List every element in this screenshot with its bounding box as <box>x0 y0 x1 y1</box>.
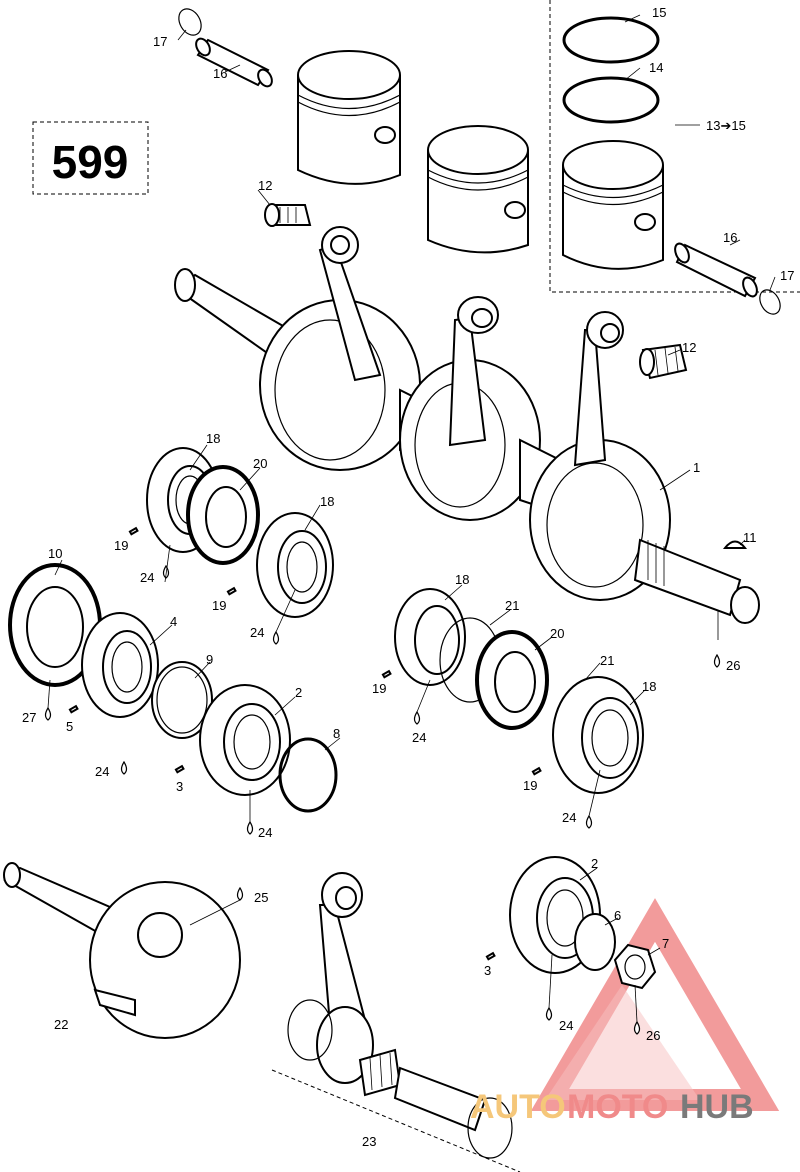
locating-pins <box>68 526 542 961</box>
crank-half-22 <box>3 862 241 1039</box>
callout-12-b: 12 <box>682 340 696 355</box>
callout-5: 5 <box>66 719 73 734</box>
watermark-hub: HUB <box>680 1088 754 1126</box>
callout-26-a: 26 <box>726 658 740 673</box>
callout-15: 15 <box>652 5 666 20</box>
piston-ring-15 <box>562 16 660 64</box>
callout-24-c: 24 <box>95 764 109 779</box>
piston-left <box>297 50 401 185</box>
callout-13-15: 13➔15 <box>706 118 746 133</box>
callout-19-c: 19 <box>372 681 386 696</box>
callout-4: 4 <box>170 614 177 629</box>
callout-11: 11 <box>743 530 757 545</box>
seal-20-a <box>186 465 260 565</box>
bearing-18-d <box>552 676 644 794</box>
piston-ring-14 <box>562 76 660 124</box>
callout-24-b: 24 <box>250 625 264 640</box>
callout-17-a: 17 <box>153 34 167 49</box>
callout-21-a: 21 <box>505 598 519 613</box>
callout-26-b: 26 <box>646 1028 660 1043</box>
callout-18-b: 18 <box>320 494 334 509</box>
callout-27: 27 <box>22 710 36 725</box>
circlip-17-right <box>759 289 781 315</box>
kit-boundary <box>549 0 800 293</box>
watermark-text: AUTO MOTO HUB <box>470 1088 754 1126</box>
callout-7: 7 <box>662 936 669 951</box>
needle-bearing-12-right <box>639 343 688 380</box>
piston-pin-16-top <box>195 37 273 88</box>
seal-10 <box>8 563 102 687</box>
connecting-rod-middle <box>448 296 499 447</box>
callout-24-f: 24 <box>562 810 576 825</box>
diagram-code: 599 <box>52 136 129 188</box>
piston-middle <box>427 125 529 254</box>
piston-pin-16-right <box>674 242 758 298</box>
callout-21-b: 21 <box>600 653 614 668</box>
seal-20-b <box>475 630 549 730</box>
circlip-17-top <box>178 8 202 36</box>
callout-20-b: 20 <box>550 626 564 641</box>
callout-23: 23 <box>362 1134 376 1149</box>
callout-24-e: 24 <box>412 730 426 745</box>
callout-18-a: 18 <box>206 431 220 446</box>
lubricant-drop-icons <box>44 564 721 1035</box>
bearing-18-b <box>256 512 334 618</box>
callout-18-d: 18 <box>642 679 656 694</box>
leader-lines <box>47 14 776 1023</box>
callout-2-a: 2 <box>295 685 302 700</box>
washer-6 <box>574 913 616 971</box>
callout-19-d: 19 <box>523 778 537 793</box>
woodruff-key-11 <box>722 540 748 549</box>
bearing-18-c <box>394 588 466 686</box>
connecting-rod-left <box>318 226 382 382</box>
callout-6: 6 <box>614 908 621 923</box>
callout-25: 25 <box>254 890 268 905</box>
callout-3-b: 3 <box>484 963 491 978</box>
bearing-2-a <box>199 684 291 796</box>
callout-9: 9 <box>206 652 213 667</box>
diagram-code-box: 599 <box>32 121 149 195</box>
callout-19-b: 19 <box>212 598 226 613</box>
ring-8 <box>278 737 338 813</box>
callout-17-b: 17 <box>780 268 794 283</box>
callout-12-a: 12 <box>258 178 272 193</box>
bearing-4 <box>81 612 159 718</box>
nut-7 <box>613 943 657 990</box>
callout-8: 8 <box>333 726 340 741</box>
needle-bearing-12-left <box>264 203 312 227</box>
crankshaft-assembly-1 <box>174 268 760 624</box>
callout-16-b: 16 <box>723 230 737 245</box>
callout-14: 14 <box>649 60 663 75</box>
watermark-auto: AUTO <box>470 1088 566 1126</box>
callout-19-a: 19 <box>114 538 128 553</box>
piston-right <box>562 140 664 270</box>
callout-1: 1 <box>693 460 700 475</box>
ring-9 <box>151 661 213 739</box>
connecting-rod-right <box>573 311 624 467</box>
callout-20-a: 20 <box>253 456 267 471</box>
callout-22: 22 <box>54 1017 68 1032</box>
watermark-logo <box>530 898 780 1111</box>
callout-3-a: 3 <box>176 779 183 794</box>
connecting-rod-23 <box>271 872 521 1172</box>
callout-24-g: 24 <box>559 1018 573 1033</box>
callout-16-a: 16 <box>213 66 227 81</box>
callout-labels: 1 2 2 3 3 4 5 6 7 8 9 10 11 12 12 13➔15 … <box>22 5 794 1149</box>
callout-2-b: 2 <box>591 856 598 871</box>
callout-18-c: 18 <box>455 572 469 587</box>
callout-24-d: 24 <box>258 825 272 840</box>
watermark-moto: MOTO <box>567 1088 668 1126</box>
callout-24-a: 24 <box>140 570 154 585</box>
callout-10: 10 <box>48 546 62 561</box>
